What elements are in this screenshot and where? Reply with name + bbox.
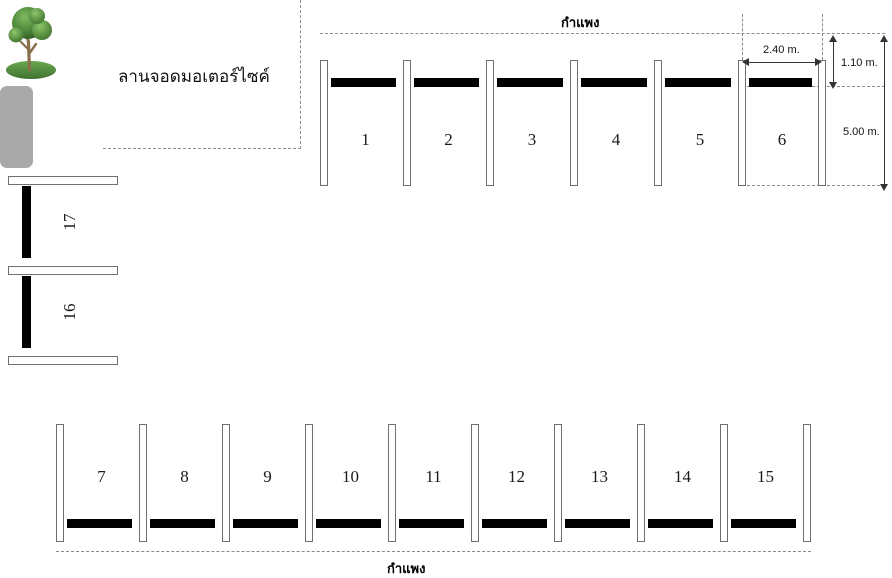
slot-number: 7 — [97, 467, 106, 486]
wheel-stop-bar — [414, 78, 479, 87]
wall-label-bottom: กำแพง — [387, 562, 426, 577]
top-wall-line — [320, 33, 885, 34]
slot-number: 16 — [60, 303, 79, 321]
divider-post — [738, 60, 746, 186]
divider-post — [554, 424, 562, 542]
dim-arrow-up — [880, 35, 888, 42]
dim-label-stop-offset: 1.10 m. — [841, 57, 878, 69]
building-block-icon — [0, 86, 33, 168]
dim-arrow-left — [742, 58, 749, 66]
divider-post — [56, 424, 64, 542]
divider-post — [8, 176, 118, 185]
wheel-stop-bar — [331, 78, 396, 87]
slot-number: 13 — [591, 467, 608, 486]
divider-post — [222, 424, 230, 542]
slot-number: 11 — [425, 467, 442, 486]
wheel-stop-bar — [67, 519, 132, 528]
dim-line-stop-offset — [833, 41, 834, 83]
wheel-stop-bar — [581, 78, 647, 87]
dim-arrow-down — [880, 184, 888, 191]
dim-extension-right — [822, 14, 823, 60]
divider-post — [803, 424, 811, 542]
tree-icon-svg — [6, 7, 56, 79]
slot-number: 2 — [444, 130, 453, 149]
divider-post — [818, 60, 826, 186]
wheel-stop-bar — [482, 519, 547, 528]
wheel-stop-bar — [22, 276, 31, 348]
divider-post — [570, 60, 578, 186]
wall-label-top: กำแพง — [561, 16, 600, 31]
slot-number: 10 — [342, 467, 359, 486]
slot-number: 17 — [60, 213, 79, 231]
divider-post — [654, 60, 662, 186]
bottom-wall-line — [56, 551, 811, 552]
wheel-stop-bar — [150, 519, 215, 528]
slot-number: 12 — [508, 467, 525, 486]
divider-post — [320, 60, 328, 186]
motorcycle-parking-area-label: ลานจอดมอเตอร์ไซค์ — [118, 67, 270, 87]
divider-post — [8, 356, 118, 365]
dim-label-slot-depth: 5.00 m. — [843, 126, 880, 138]
wheel-stop-bar — [233, 519, 298, 528]
divider-post — [8, 266, 118, 275]
dim-arrow-right — [815, 58, 822, 66]
motorcycle-area-right-edge — [300, 0, 301, 149]
divider-post — [486, 60, 494, 186]
divider-post — [403, 60, 411, 186]
dim-extension-left — [742, 14, 743, 60]
wheel-stop-bar — [665, 78, 731, 87]
divider-post — [720, 424, 728, 542]
dim-line-slot-width — [744, 62, 820, 63]
slot-number: 3 — [527, 130, 537, 149]
divider-post — [471, 424, 479, 542]
slot-number: 5 — [695, 130, 705, 149]
tree-icon — [2, 2, 60, 80]
dim-line-slot-depth — [884, 41, 885, 185]
slot-number: 6 — [777, 130, 787, 149]
slot-number: 8 — [180, 467, 189, 486]
motorcycle-area-bottom-edge — [103, 148, 301, 149]
divider-post — [388, 424, 396, 542]
slot-number: 15 — [757, 467, 774, 486]
wheel-stop-bar — [316, 519, 381, 528]
wheel-stop-bar — [399, 519, 464, 528]
wheel-stop-bar — [497, 78, 563, 87]
top-row-stop-level-line — [742, 86, 885, 87]
wheel-stop-bar — [648, 519, 713, 528]
divider-post — [139, 424, 147, 542]
slot-number: 14 — [674, 467, 691, 486]
wheel-stop-bar — [565, 519, 630, 528]
slot-number: 4 — [611, 130, 621, 149]
wheel-stop-bar — [731, 519, 796, 528]
wheel-stop-bar — [749, 78, 812, 87]
divider-post — [305, 424, 313, 542]
slot-number: 9 — [263, 467, 272, 486]
divider-post — [637, 424, 645, 542]
slot-number: 1 — [361, 130, 370, 149]
dim-arrow-up — [829, 35, 837, 42]
dim-label-slot-width: 2.40 m. — [763, 44, 800, 56]
dim-arrow-down — [829, 82, 837, 89]
top-row-baseline — [742, 185, 885, 186]
wheel-stop-bar — [22, 186, 31, 258]
